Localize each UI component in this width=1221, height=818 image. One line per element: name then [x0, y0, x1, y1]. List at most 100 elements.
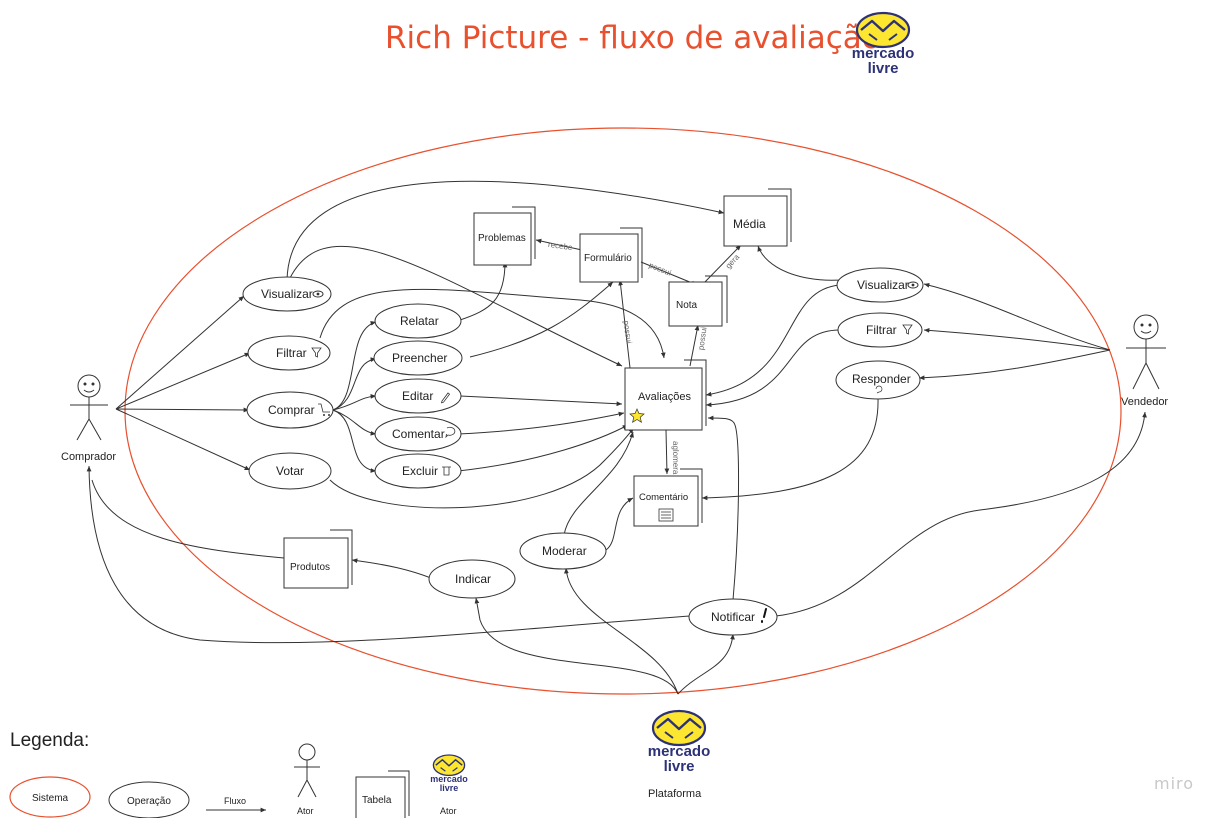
miro-watermark: miro — [1154, 774, 1195, 793]
edge-excluir-avaliacoes — [457, 424, 629, 472]
edge-relatar-problemas — [459, 261, 508, 321]
table-produtos: Produtos — [283, 529, 353, 589]
table-formulario-label: Formulário — [584, 253, 632, 264]
edge-produtos-comprador — [91, 479, 285, 559]
flow-edges — [86, 180, 1147, 695]
star-icon — [629, 408, 645, 423]
table-nota-label: Nota — [676, 300, 698, 311]
legend-tabela-symbol — [355, 770, 410, 818]
op-preencher: Preencher — [373, 340, 463, 376]
table-media: Média — [723, 188, 792, 247]
op-relatar-label: Relatar — [400, 314, 439, 328]
diagram-title: Rich Picture - fluxo de avaliação — [385, 20, 881, 56]
edge-comprador-filtrar — [115, 352, 251, 410]
trash-icon — [442, 466, 451, 476]
table-problemas-label: Problemas — [478, 233, 526, 244]
op-preencher-label: Preencher — [392, 351, 447, 365]
actor-comprador-label: Comprador — [61, 451, 116, 463]
pencil-icon — [440, 392, 451, 404]
table-produtos-label: Produtos — [290, 562, 330, 573]
edge-preencher-formulario — [469, 281, 614, 358]
edge-comprador-comprar — [115, 407, 250, 413]
op-visualizar-right: Visualizar — [836, 267, 924, 303]
op-visualizar-right-label: Visualizar — [857, 278, 909, 292]
edge-comprar-editar — [332, 393, 377, 411]
legend-title: Legenda: — [10, 730, 90, 751]
system-boundary — [124, 127, 1122, 695]
filter-icon — [311, 347, 322, 358]
table-avaliacoes: Avaliações — [624, 359, 707, 431]
actor-vendedor — [1126, 314, 1166, 390]
edge-avaliacoes-comentario — [664, 429, 670, 475]
edge-comprador-votar — [115, 408, 251, 471]
legend-ator-logo-symbol — [429, 754, 470, 794]
edge-responder-comentario — [701, 397, 879, 501]
edge-formulario-nota — [640, 261, 698, 286]
op-indicar: Indicar — [428, 559, 516, 599]
op-comprar: Comprar — [246, 391, 334, 429]
edge-label-recebe: recebe — [548, 240, 574, 252]
document-icon — [658, 508, 674, 522]
op-editar: Editar — [374, 378, 462, 414]
legend-fluxo-label: Fluxo — [224, 796, 246, 806]
edge-formulario-problemas — [535, 238, 583, 251]
op-notificar-label: Notificar — [711, 610, 755, 624]
op-moderar-label: Moderar — [542, 544, 587, 558]
edge-vendedor-visualizar — [923, 282, 1111, 351]
eye-icon — [312, 290, 324, 298]
op-filtrar-right: Filtrar — [837, 312, 923, 348]
edge-notificar-avaliacoes — [707, 415, 740, 601]
table-problemas: Problemas — [473, 206, 536, 266]
legend-ator-label: Ator — [297, 806, 314, 816]
op-filtrar-right-label: Filtrar — [866, 323, 897, 337]
op-editar-label: Editar — [402, 389, 433, 403]
op-visualizar-left-label: Visualizar — [261, 287, 313, 301]
edge-notificar-vendedor — [775, 411, 1147, 617]
edge-vendedor-responder — [918, 349, 1111, 381]
cart-icon — [318, 403, 330, 416]
edge-visualizar-right-avaliacoes — [705, 284, 841, 397]
op-votar-label: Votar — [276, 464, 304, 478]
actor-plataforma-label: Plataforma — [648, 788, 702, 800]
exclamation-icon — [761, 608, 767, 623]
table-media-label: Média — [733, 217, 766, 231]
edge-plataforma-indicar — [474, 597, 679, 695]
op-relatar: Relatar — [374, 303, 462, 339]
edge-moderar-avaliacoes — [563, 431, 634, 536]
filter-icon — [902, 324, 913, 335]
table-formulario: Formulário — [579, 227, 643, 283]
edge-votar-avaliacoes — [329, 427, 635, 509]
legend: Sistema Operação Fluxo Ator Tabela Ator — [9, 743, 470, 818]
edge-editar-avaliacoes — [459, 395, 623, 407]
edge-indicar-produtos — [351, 558, 432, 579]
legend-operacao-label: Operação — [127, 796, 171, 807]
edge-moderar-comentario — [605, 497, 634, 551]
edge-filtrar-avaliacoes — [319, 288, 666, 359]
actor-plataforma-logo — [646, 709, 712, 777]
edge-filtrar-right-avaliacoes — [705, 329, 841, 408]
edge-nota-media — [702, 244, 742, 285]
op-responder-label: Responder — [852, 372, 911, 386]
edge-comprar-excluir — [332, 409, 377, 473]
legend-sistema-label: Sistema — [32, 793, 69, 804]
edge-plataforma-moderar — [564, 567, 679, 695]
edge-comprar-relatar — [332, 321, 377, 411]
edge-comprador-visualizar — [115, 295, 245, 410]
op-excluir: Excluir — [374, 453, 462, 489]
edge-plataforma-notificar — [677, 633, 735, 695]
edge-visualizar-avaliacoes — [289, 245, 623, 367]
op-indicar-label: Indicar — [455, 572, 491, 586]
op-notificar: Notificar — [688, 598, 778, 636]
actor-vendedor-label: Vendedor — [1121, 396, 1168, 408]
comment-icon — [445, 426, 456, 439]
edge-comprar-preencher — [332, 357, 377, 411]
edge-vendedor-filtrar — [923, 328, 1111, 351]
legend-operacao-symbol — [108, 781, 190, 818]
op-filtrar-left: Filtrar — [247, 335, 331, 371]
op-excluir-label: Excluir — [402, 464, 438, 478]
eye-icon — [907, 281, 919, 289]
op-moderar: Moderar — [519, 532, 607, 570]
op-visualizar-left: Visualizar — [242, 276, 332, 312]
op-comentar: Comentar — [374, 416, 462, 452]
